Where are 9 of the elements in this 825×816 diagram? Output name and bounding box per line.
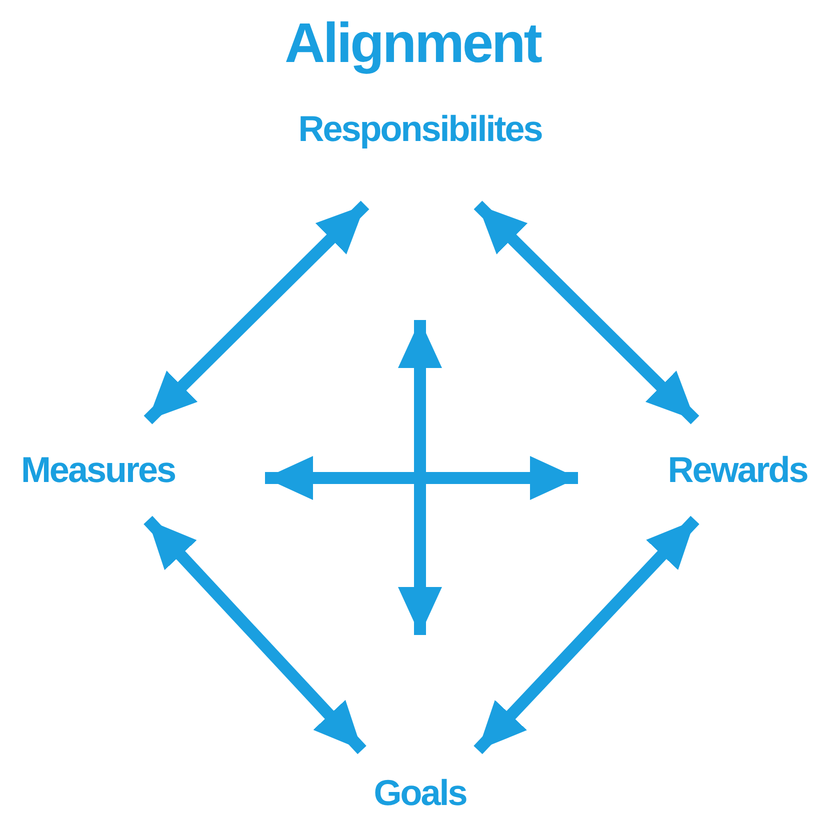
node-label: Rewards [668, 449, 808, 491]
double-headed-arrow [474, 200, 700, 424]
node-label: Measures [20, 449, 176, 491]
double-headed-arrow [474, 516, 700, 754]
diagram-title: Alignment [284, 10, 542, 75]
node-label: Responsibilites [298, 108, 542, 150]
double-headed-arrow [144, 200, 370, 424]
node-label: Goals [374, 772, 466, 814]
double-headed-arrow [144, 516, 366, 754]
